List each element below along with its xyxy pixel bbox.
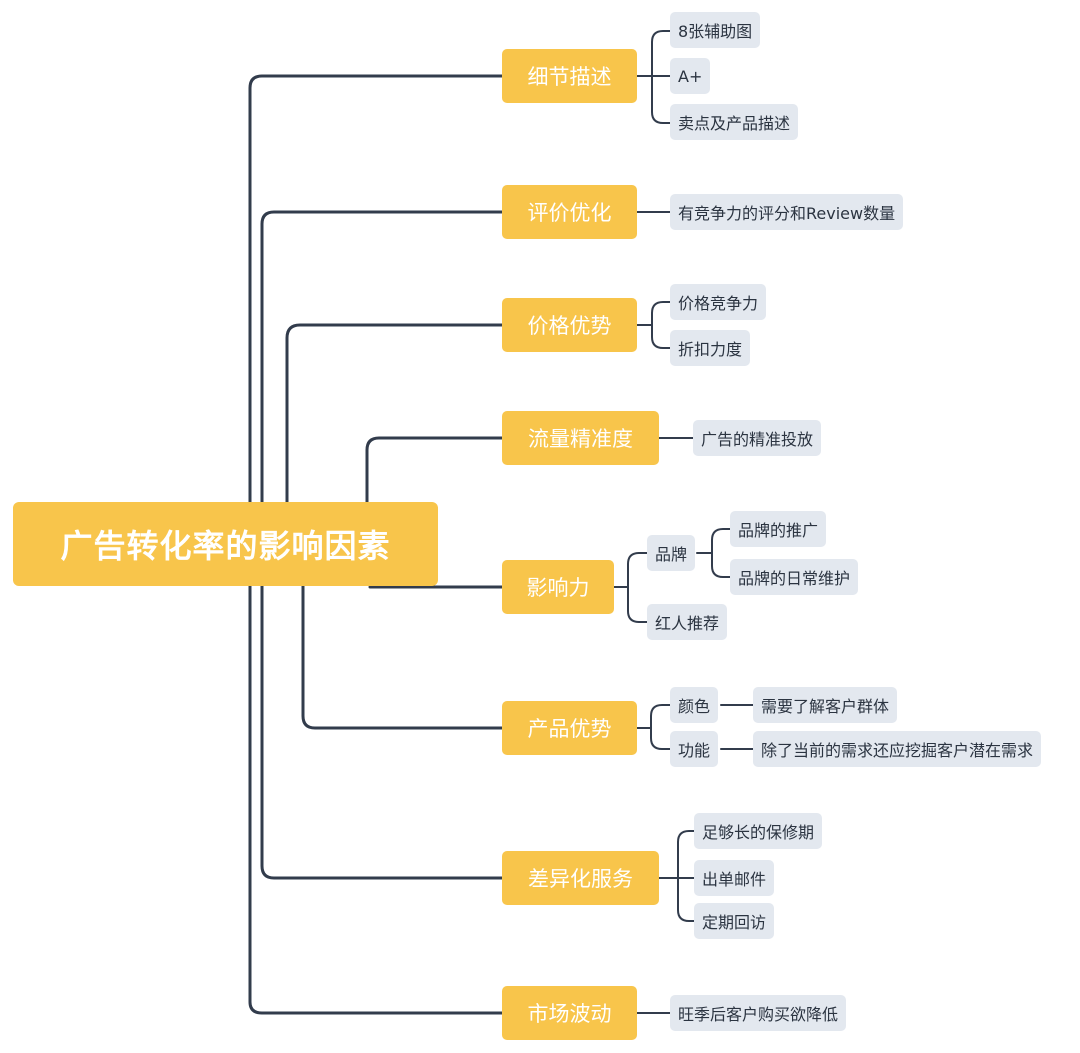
- leaf-function[interactable]: 功能: [670, 731, 719, 767]
- leaf-potential-needs[interactable]: 除了当前的需求还应挖掘客户潜在需求: [753, 731, 1042, 767]
- link-root-detail: [248, 74, 504, 504]
- link-root-traffic: [365, 436, 504, 504]
- leaf-selling-points[interactable]: 卖点及产品描述: [670, 104, 799, 140]
- link-root-review: [260, 210, 504, 504]
- link-root-market: [248, 584, 504, 1015]
- branch-differentiated-service[interactable]: 差异化服务: [502, 851, 659, 905]
- leaf-discount[interactable]: 折扣力度: [670, 330, 751, 366]
- branch-traffic-precision[interactable]: 流量精准度: [502, 411, 659, 465]
- leaf-a-plus[interactable]: A+: [670, 58, 711, 94]
- leaf-influencer-recommendation[interactable]: 红人推荐: [647, 604, 728, 640]
- branch-price-advantage[interactable]: 价格优势: [502, 298, 637, 352]
- leaf-auxiliary-images[interactable]: 8张辅助图: [670, 12, 761, 48]
- leaf-precise-ad-delivery[interactable]: 广告的精准投放: [693, 420, 822, 456]
- leaf-regular-follow-up[interactable]: 定期回访: [694, 903, 775, 939]
- branch-market-fluctuation[interactable]: 市场波动: [502, 986, 637, 1040]
- leaf-competitive-rating[interactable]: 有竞争力的评分和Review数量: [670, 194, 904, 230]
- leaf-brand-promotion[interactable]: 品牌的推广: [730, 511, 827, 547]
- link-root-service: [260, 584, 504, 880]
- leaf-warranty[interactable]: 足够长的保修期: [694, 813, 823, 849]
- link-root-product: [301, 584, 504, 730]
- leaf-brand[interactable]: 品牌: [647, 535, 696, 571]
- leaf-order-email[interactable]: 出单邮件: [694, 860, 775, 896]
- leaf-brand-maintenance[interactable]: 品牌的日常维护: [730, 559, 859, 595]
- branch-detail-description[interactable]: 细节描述: [502, 49, 637, 103]
- root-topic[interactable]: 广告转化率的影响因素: [13, 502, 438, 586]
- leaf-price-competitiveness[interactable]: 价格竞争力: [670, 284, 767, 320]
- leaf-color[interactable]: 颜色: [670, 687, 719, 723]
- leaf-post-peak-demand[interactable]: 旺季后客户购买欲降低: [670, 995, 847, 1031]
- leaf-understand-customers[interactable]: 需要了解客户群体: [753, 687, 898, 723]
- branch-product-advantage[interactable]: 产品优势: [502, 701, 637, 755]
- link-root-price: [285, 323, 504, 504]
- branch-review-optimization[interactable]: 评价优化: [502, 185, 637, 239]
- branch-influence[interactable]: 影响力: [502, 560, 614, 614]
